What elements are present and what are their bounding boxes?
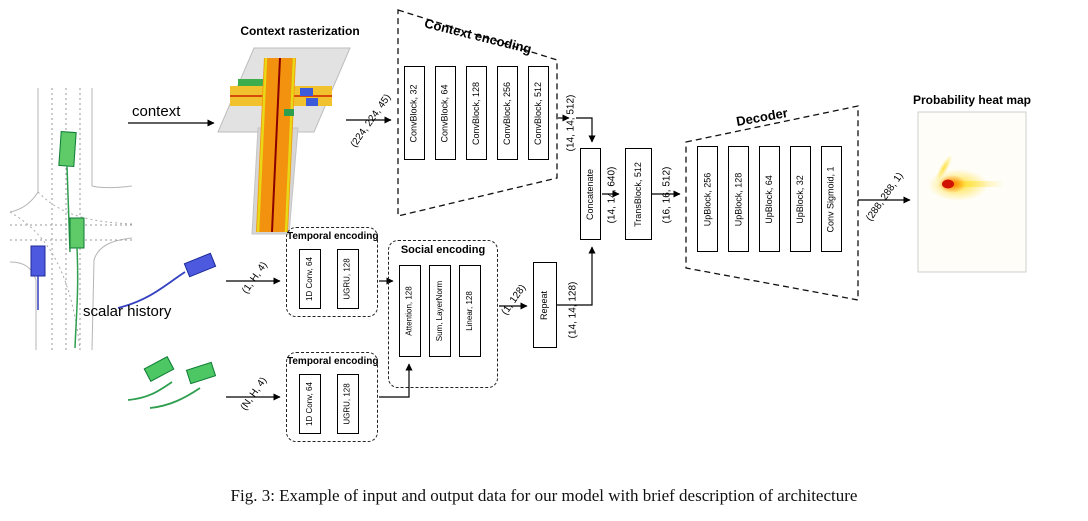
temporal-encoding-others-title: Temporal encoding bbox=[287, 356, 379, 367]
others-1dconv-block: 1D Conv, 64 bbox=[299, 374, 321, 434]
target-agent-icon bbox=[117, 252, 217, 309]
heatmap-graphic bbox=[917, 111, 1027, 273]
repeat-block: Repeat bbox=[533, 262, 557, 348]
figure-caption: Fig. 3: Example of input and output data… bbox=[230, 486, 858, 505]
attention-label: Attention, 128 bbox=[405, 286, 414, 336]
linear-block: Linear, 128 bbox=[459, 265, 481, 357]
convblock-128-label: ConvBlock, 128 bbox=[471, 81, 482, 145]
conv-sigmoid-label: Conv Sigmoid, 1 bbox=[826, 165, 837, 233]
convblock-128: ConvBlock, 128 bbox=[466, 66, 487, 160]
convblock-64-label: ConvBlock, 64 bbox=[440, 83, 450, 143]
social-encoding-title: Social encoding bbox=[400, 244, 486, 256]
conv-sigmoid-block: Conv Sigmoid, 1 bbox=[821, 146, 842, 252]
upblock-32: UpBlock, 32 bbox=[790, 146, 811, 252]
concatenate-block: Concatenate bbox=[580, 148, 601, 240]
convblock-32: ConvBlock, 32 bbox=[404, 66, 425, 160]
sum-layernorm-block: Sum, LayerNorm bbox=[429, 265, 451, 357]
concatenate-label: Concatenate bbox=[585, 168, 596, 220]
others-1dconv-label: 1D Conv, 64 bbox=[305, 382, 314, 426]
encoder-trapezoid bbox=[397, 9, 558, 217]
tensor-shape-repeat-out: (14, 14, 128) bbox=[567, 281, 579, 339]
probability-heatmap-title: Probability heat map bbox=[912, 93, 1032, 107]
upblock-256: UpBlock, 256 bbox=[697, 146, 718, 252]
others-ugru-label: UGRU, 128 bbox=[343, 383, 353, 425]
other-agent-marker bbox=[58, 131, 85, 349]
target-1dconv-block: 1D Conv, 64 bbox=[299, 249, 321, 309]
flow-arrows bbox=[128, 114, 911, 401]
convblock-512-label: ConvBlock, 512 bbox=[533, 81, 544, 145]
convblock-256: ConvBlock, 256 bbox=[497, 66, 518, 160]
other-agents-icon bbox=[127, 356, 217, 409]
attention-block: Attention, 128 bbox=[399, 265, 421, 357]
sum-layernorm-label: Sum, LayerNorm bbox=[435, 280, 444, 342]
others-ugru-block: UGRU, 128 bbox=[337, 374, 359, 434]
upblock-256-label: UpBlock, 256 bbox=[702, 172, 712, 226]
convblock-256-label: ConvBlock, 256 bbox=[502, 81, 513, 145]
context-rasterization-title: Context rasterization bbox=[240, 24, 360, 38]
target-agent-marker bbox=[30, 245, 46, 310]
transblock-512-label: TransBlock, 512 bbox=[633, 161, 644, 227]
repeat-label: Repeat bbox=[539, 290, 550, 320]
target-ugru-block: UGRU, 128 bbox=[337, 249, 359, 309]
tensor-shape-trans-out: (16, 16, 512) bbox=[661, 166, 673, 224]
upblock-128: UpBlock, 128 bbox=[728, 146, 749, 252]
target-1dconv-label: 1D Conv, 64 bbox=[305, 257, 314, 301]
temporal-encoding-target-title: Temporal encoding bbox=[287, 231, 379, 242]
linear-label: Linear, 128 bbox=[465, 291, 474, 331]
context-label: context bbox=[132, 103, 181, 120]
tensor-shape-concat-out: (14, 14, 640) bbox=[606, 166, 618, 224]
upblock-32-label: UpBlock, 32 bbox=[795, 174, 805, 224]
scalar-history-label: scalar history bbox=[83, 303, 172, 320]
convblock-512: ConvBlock, 512 bbox=[528, 66, 549, 160]
map-scene-graphic bbox=[9, 88, 133, 351]
context-raster-graphic bbox=[217, 47, 351, 235]
social-encoding-box: Social encoding Attention, 128 Sum, Laye… bbox=[388, 240, 498, 388]
target-ugru-label: UGRU, 128 bbox=[343, 258, 353, 300]
temporal-encoding-target-box: Temporal encoding 1D Conv, 64 UGRU, 128 bbox=[286, 227, 379, 317]
tensor-shape-context-out: (14, 14, 512) bbox=[565, 94, 577, 152]
convblock-32-label: ConvBlock, 32 bbox=[409, 83, 419, 143]
temporal-encoding-others-box: Temporal encoding 1D Conv, 64 UGRU, 128 bbox=[286, 352, 379, 442]
upblock-64: UpBlock, 64 bbox=[759, 146, 780, 252]
convblock-64: ConvBlock, 64 bbox=[435, 66, 456, 160]
upblock-128-label: UpBlock, 128 bbox=[733, 172, 743, 226]
transblock-512: TransBlock, 512 bbox=[625, 148, 652, 240]
upblock-64-label: UpBlock, 64 bbox=[764, 174, 774, 224]
